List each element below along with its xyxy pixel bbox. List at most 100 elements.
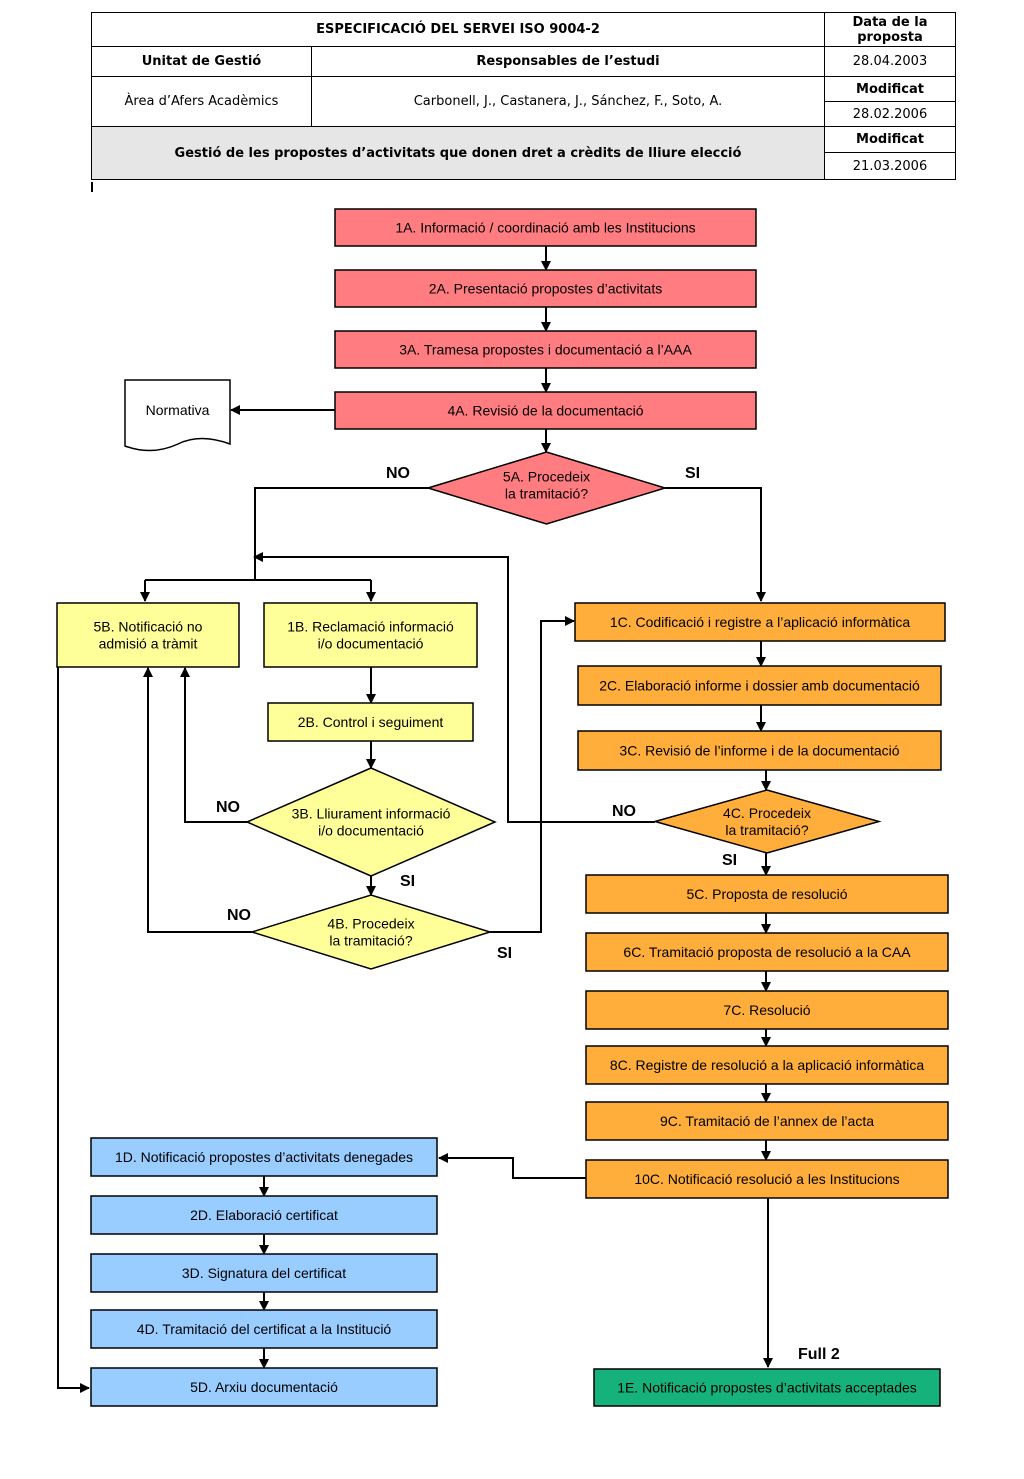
node-n2D: 2D. Elaboració certificat — [90, 1195, 438, 1235]
text-n4D-0: 4D. Tramitació del certificat a la Insti… — [137, 1321, 392, 1337]
text-n10C-0: 10C. Notificació resolució a les Institu… — [634, 1171, 899, 1187]
text-n4C-1: la tramitació? — [725, 822, 808, 838]
shape-n5B — [56, 602, 240, 668]
text-n3B-1: i/o documentació — [318, 823, 424, 839]
text-n3B-0: 3B. Lliurament informació — [292, 806, 451, 822]
text-n1B-1: i/o documentació — [318, 636, 424, 652]
node-n2C: 2C. Elaboració informe i dossier amb doc… — [577, 665, 942, 706]
text-n7C-0: 7C. Resolució — [723, 1002, 810, 1018]
node-n2B: 2B. Control i seguiment — [267, 702, 474, 742]
shape-n3D — [90, 1253, 438, 1293]
node-n10C: 10C. Notificació resolució a les Institu… — [585, 1159, 949, 1199]
node-n1D: 1D. Notificació propostes d’activitats d… — [90, 1137, 438, 1177]
text-n1C-0: 1C. Codificació i registre a l’aplicació… — [610, 614, 911, 630]
node-n1A: 1A. Informació / coordinació amb les Ins… — [334, 208, 757, 247]
text-n1E-0: 1E. Notificació propostes d’activitats a… — [617, 1380, 917, 1396]
text-n4B-1: la tramitació? — [329, 933, 412, 949]
node-n4D: 4D. Tramitació del certificat a la Insti… — [90, 1309, 438, 1349]
shape-n3C — [577, 730, 942, 771]
line-5A-no — [254, 487, 428, 580]
text-n9C-0: 9C. Tramitació de l’annex de l’acta — [660, 1113, 874, 1129]
node-n9C: 9C. Tramitació de l’annex de l’acta — [585, 1101, 949, 1141]
shape-n2D — [90, 1195, 438, 1235]
text-n3D-0: 3D. Signatura del certificat — [182, 1265, 346, 1281]
shape-n8C — [585, 1045, 949, 1085]
header-table: ESPECIFICACIÓ DEL SERVEI ISO 9004-2 Data… — [91, 12, 956, 180]
shape-n1E — [593, 1368, 941, 1407]
node-n3C: 3C. Revisió de l’informe i de la documen… — [577, 730, 942, 771]
arrow-4C-no — [253, 552, 655, 823]
shape-n9C — [585, 1101, 949, 1141]
node-n8C: 8C. Registre de resolució a la aplicació… — [585, 1045, 949, 1085]
text-normativa-0: Normativa — [146, 402, 210, 418]
shape-n2B — [267, 702, 474, 742]
shape-n1D — [90, 1137, 438, 1177]
label-no-5A: NO — [386, 465, 410, 482]
modified-label-2: Modificat — [824, 126, 956, 153]
text-n1A-0: 1A. Informació / coordinació amb les Ins… — [395, 220, 695, 236]
responsibles-value: Carbonell, J., Castanera, J., Sánchez, F… — [311, 76, 825, 127]
arrow-4B-si — [490, 616, 575, 933]
modified-label-1: Modificat — [824, 76, 956, 102]
text-n1B-0: 1B. Reclamació informació — [287, 619, 454, 635]
text-n4C-0: 4C. Procedeix — [723, 805, 811, 821]
proposal-date-label: Data de la proposta — [824, 12, 956, 47]
shape-n5D — [90, 1367, 438, 1407]
text-n2D-0: 2D. Elaboració certificat — [190, 1207, 338, 1223]
unit-label: Unitat de Gestió — [91, 46, 312, 77]
text-n5B-0: 5B. Notificació no — [94, 619, 203, 635]
text-n2C-0: 2C. Elaboració informe i dossier amb doc… — [599, 678, 920, 694]
shape-n3B — [245, 767, 497, 877]
text-n4B-0: 4B. Procedeix — [327, 916, 414, 932]
node-n6C: 6C. Tramitació proposta de resolució a l… — [585, 932, 949, 972]
shape-n7C — [585, 990, 949, 1030]
text-n3A-0: 3A. Tramesa propostes i documentació a l… — [399, 342, 692, 358]
node-n5D: 5D. Arxiu documentació — [90, 1367, 438, 1407]
text-n2B-0: 2B. Control i seguiment — [298, 714, 444, 730]
node-n5C: 5C. Proposta de resolució — [585, 874, 949, 914]
shape-n6C — [585, 932, 949, 972]
shape-n1A — [334, 208, 757, 247]
label-si-5A: SI — [685, 465, 700, 482]
label-si-4B: SI — [497, 945, 512, 962]
label-no-3B: NO — [216, 799, 240, 816]
shape-n1C — [574, 602, 946, 642]
process-title: Gestió de les propostes d’activitats que… — [91, 126, 825, 180]
label-si-3B: SI — [400, 873, 415, 890]
line-5B-5D — [57, 667, 90, 1393]
shape-n2A — [334, 269, 757, 308]
label-no-4B: NO — [227, 907, 251, 924]
shape-n5A — [425, 451, 668, 525]
label-no-4C: NO — [612, 803, 636, 820]
text-n5A-0: 5A. Procedeix — [503, 469, 590, 485]
shape-n2C — [577, 665, 942, 706]
shape-n1B — [263, 602, 478, 668]
text-n5A-1: la tramitació? — [505, 486, 588, 502]
shape-n4A — [334, 391, 757, 430]
unit-value: Àrea d’Afers Acadèmics — [91, 76, 312, 127]
node-n3A: 3A. Tramesa propostes i documentació a l… — [334, 330, 757, 369]
text-n1D-0: 1D. Notificació propostes d’activitats d… — [115, 1149, 413, 1165]
text-n5D-0: 5D. Arxiu documentació — [190, 1379, 338, 1395]
spec-title: ESPECIFICACIÓ DEL SERVEI ISO 9004-2 — [91, 12, 825, 47]
text-n5B-1: admisió a tràmit — [99, 636, 198, 652]
text-n3C-0: 3C. Revisió de l’informe i de la documen… — [619, 743, 899, 759]
node-n1E: 1E. Notificació propostes d’activitats a… — [593, 1368, 941, 1407]
normativa-document — [124, 379, 231, 452]
shape-n4B — [249, 894, 493, 970]
node-n7C: 7C. Resolució — [585, 990, 949, 1030]
text-n6C-0: 6C. Tramitació proposta de resolució a l… — [623, 944, 911, 960]
label-full2: Full 2 — [798, 1346, 840, 1363]
node-n1C: 1C. Codificació i registre a l’aplicació… — [574, 602, 946, 642]
shape-n3A — [334, 330, 757, 369]
node-n2A: 2A. Presentació propostes d’activitats — [334, 269, 757, 308]
arrow-5A-si — [665, 487, 766, 602]
arrow-3B-no — [180, 667, 247, 823]
responsibles-label: Responsables de l’estudi — [311, 46, 825, 77]
